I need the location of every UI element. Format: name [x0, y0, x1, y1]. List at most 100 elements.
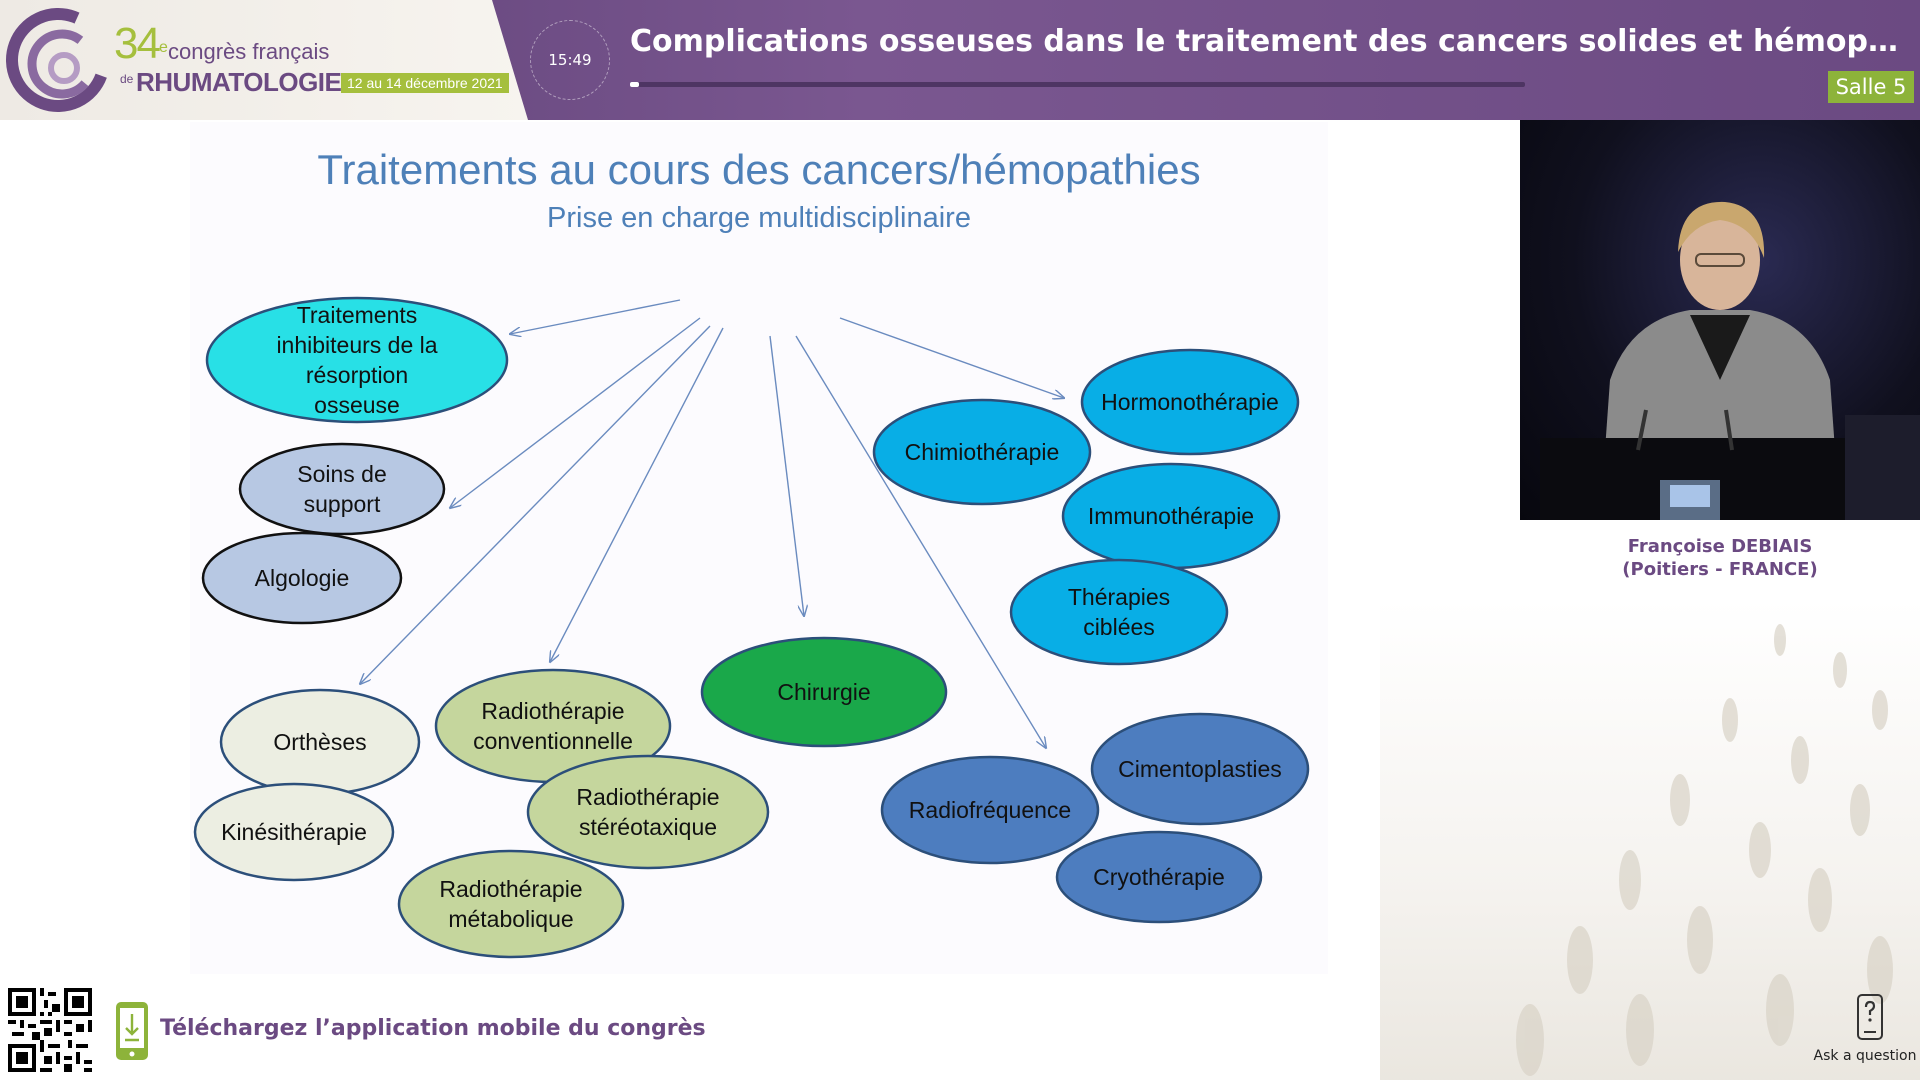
bubble-shape-algologie: [201, 531, 403, 625]
bubble-label-radio-meta: Radiothérapie métabolique: [439, 876, 582, 932]
bubble-label-cimento: Cimentoplasties: [1118, 756, 1282, 782]
bubble-shape-cryo: [1055, 830, 1263, 924]
arrow-radiotherapie: [550, 327, 724, 662]
bubble-label-radio-conv: Radiothérapie conventionnelle: [473, 698, 633, 754]
speaker-affiliation: (Poitiers - FRANCE): [1622, 559, 1818, 580]
bubble-label-line: Traitements: [297, 302, 418, 328]
bubble-label-line: Cimentoplasties: [1118, 756, 1282, 782]
bubble-radiofreq: Radiofréquence: [880, 755, 1100, 865]
phone-download-icon[interactable]: [114, 1000, 150, 1062]
bubble-label-line: Radiothérapie: [439, 876, 582, 902]
bubble-label-line: Immunothérapie: [1088, 503, 1254, 529]
bubble-label-line: Radiofréquence: [909, 797, 1071, 823]
speaker-video-frame: [1540, 201, 1920, 520]
bubble-shape-chimio: [872, 398, 1092, 506]
arrow-hormonotherapie: [839, 317, 1064, 398]
bubble-label-immuno: Immunothérapie: [1088, 503, 1254, 529]
bubble-label-line: résorption: [306, 362, 408, 388]
bubble-therapies: Thérapies ciblées: [1009, 558, 1229, 666]
bubble-label-line: Soins de: [297, 461, 387, 487]
speaker-caption: Françoise DEBIAIS (Poitiers - FRANCE): [1520, 535, 1920, 581]
slide-title: Traitements au cours des cancers/hémopat…: [317, 146, 1201, 193]
qr-code[interactable]: [8, 988, 92, 1072]
congress-number: 34e: [114, 19, 168, 68]
playback-progress-fill: [630, 82, 639, 87]
bubble-chimio: Chimiothérapie: [872, 398, 1092, 506]
bubble-soins: Soins de support: [238, 442, 446, 536]
bubble-shape-radio-meta: [397, 849, 625, 959]
bubble-label-line: Cryothérapie: [1093, 864, 1225, 890]
bubble-label-cryo: Cryothérapie: [1093, 864, 1225, 890]
bubble-immuno: Immunothérapie: [1061, 462, 1281, 570]
bubble-hormono: Hormonothérapie: [1080, 348, 1300, 456]
congress-de: de: [120, 72, 134, 86]
diagram-bubbles: Traitements inhibiteurs de la résorption os…: [193, 296, 1310, 959]
bubble-kine: Kinésithérapie: [193, 782, 395, 882]
bubble-label-line: métabolique: [448, 906, 573, 932]
bubble-label-line: inhibiteurs de la: [276, 332, 437, 358]
bubble-label-line: Kinésithérapie: [221, 819, 367, 845]
session-timer: 15:49: [530, 20, 610, 100]
speaker-name: Françoise DEBIAIS: [1627, 536, 1813, 557]
bubble-shape-cimento: [1090, 712, 1310, 826]
bubble-radio-stereo: Radiothérapie stéréotaxique: [526, 754, 770, 870]
bubble-label-line: Radiothérapie: [576, 784, 719, 810]
bubble-label-line: conventionnelle: [473, 728, 633, 754]
speaker-video: [1520, 120, 1920, 520]
bubble-shape-therapies: [1009, 558, 1229, 666]
bubble-label-hormono: Hormonothérapie: [1101, 389, 1279, 415]
download-app-link[interactable]: Téléchargez l’application mobile du cong…: [160, 1016, 706, 1041]
bubble-shape-hormono: [1080, 348, 1300, 456]
arrow-chirurgie: [769, 335, 804, 616]
bubble-label-line: Orthèses: [273, 729, 366, 755]
bubble-shape-inhibiteurs: [205, 296, 509, 424]
arrow-ortheses: [360, 325, 711, 684]
bubble-label-inhibiteurs: Traitements inhibiteurs de la résorption os…: [276, 302, 437, 418]
bubble-label-soins: Soins de support: [297, 461, 387, 517]
bubble-cryo: Cryothérapie: [1055, 830, 1263, 924]
bubble-cimento: Cimentoplasties: [1090, 712, 1310, 826]
bubble-shape-chirurgie: [700, 636, 948, 748]
bubble-shape-soins: [238, 442, 446, 536]
room-badge: Salle 5: [1828, 71, 1914, 103]
crowd-silhouettes: [1516, 624, 1893, 1076]
bubble-algologie: Algologie: [201, 531, 403, 625]
congress-logo-icon: [6, 8, 110, 112]
bubble-label-line: Hormonothérapie: [1101, 389, 1279, 415]
bubble-label-line: support: [304, 491, 381, 517]
congress-logo: 34e congrès français de RHUMATOLOGIE 12 …: [0, 0, 528, 120]
bubble-label-line: osseuse: [314, 392, 400, 418]
bubble-label-line: Radiothérapie: [481, 698, 624, 724]
background-crowd: [1380, 600, 1920, 1080]
bubble-label-therapies: Thérapies ciblées: [1068, 584, 1170, 640]
header-bar: 34e congrès français de RHUMATOLOGIE 12 …: [0, 0, 1920, 120]
treatment-diagram: Traitements inhibiteurs de la résorption os…: [193, 296, 1310, 959]
congress-dates: 12 au 14 décembre 2021: [341, 73, 509, 93]
bubble-chirurgie: Chirurgie: [700, 636, 948, 748]
arrow-inhibiteurs: [510, 299, 681, 334]
speaker-face: [1680, 210, 1760, 310]
playback-progress[interactable]: [630, 82, 1525, 87]
congress-line1: congrès français: [168, 39, 330, 64]
bubble-shape-kine: [193, 782, 395, 882]
bubble-label-chimio: Chimiothérapie: [905, 439, 1060, 465]
presentation-slide: Traitements au cours des cancers/hémopat…: [190, 122, 1328, 974]
slide-subtitle: Prise en charge multidisciplinaire: [547, 202, 971, 234]
bubble-label-kine: Kinésithérapie: [221, 819, 367, 845]
bubble-label-chirurgie: Chirurgie: [777, 679, 870, 705]
bubble-shape-radiofreq: [880, 755, 1100, 865]
diagram-arrows: [360, 299, 1064, 748]
bubble-label-line: Thérapies: [1068, 584, 1170, 610]
bubble-label-line: Chirurgie: [777, 679, 870, 705]
bubble-label-radio-stereo: Radiothérapie stéréotaxique: [576, 784, 719, 840]
ask-question-button[interactable]: Ask a question: [1813, 1048, 1917, 1064]
question-phone-icon[interactable]: [1856, 993, 1884, 1041]
bubble-ortheses: Orthèses: [219, 688, 421, 796]
arrow-soins: [450, 317, 701, 508]
bubble-label-line: stéréotaxique: [579, 814, 717, 840]
bubble-radio-conv: Radiothérapie conventionnelle: [434, 668, 672, 784]
bubble-label-line: ciblées: [1083, 614, 1155, 640]
bubble-label-line: Chimiothérapie: [905, 439, 1060, 465]
bubble-radio-meta: Radiothérapie métabolique: [397, 849, 625, 959]
talk-title: Complications osseuses dans le traitemen…: [630, 24, 1900, 59]
